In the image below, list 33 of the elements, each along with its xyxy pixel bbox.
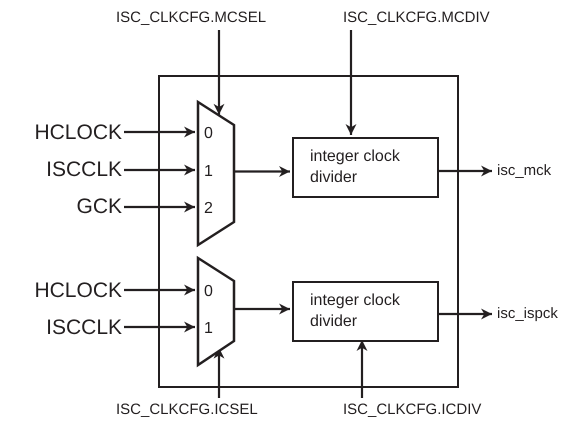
arrow: [124, 202, 195, 212]
arrow: [124, 164, 195, 176]
arrow: [124, 322, 195, 332]
multiplexer: [197, 257, 235, 366]
input-number: 0: [204, 284, 213, 300]
signal-label: ISC_CLKCFG.MCSEL: [116, 8, 321, 28]
input-number: 1: [204, 164, 213, 180]
signal-label: HCLOCK: [8, 279, 122, 303]
signal-label: isc_ispck: [497, 304, 582, 324]
multiplexer: [197, 101, 235, 246]
block-outline: [158, 75, 459, 388]
signal-label: ISCCLK: [8, 158, 122, 182]
arrow: [214, 30, 224, 115]
divider-label: integer clock divider: [310, 291, 401, 332]
signal-label: ISC_CLKCFG.MCDIV: [343, 8, 548, 28]
arrow: [124, 284, 195, 296]
signal-label: ISC_CLKCFG.ICSEL: [116, 400, 321, 420]
divider-label: integer clock divider: [310, 147, 401, 188]
input-number: 0: [204, 126, 213, 142]
signal-label: GCK: [8, 195, 122, 219]
arrow: [233, 166, 290, 177]
arrow: [124, 126, 195, 138]
input-number: 1: [204, 321, 213, 337]
signal-label: ISCCLK: [8, 316, 122, 340]
input-number: 2: [204, 201, 213, 217]
signal-label: ISC_CLKCFG.ICDIV: [343, 400, 548, 420]
signal-label: HCLOCK: [8, 121, 122, 145]
arrow: [346, 30, 356, 135]
arrow: [437, 308, 492, 320]
signal-label: isc_mck: [497, 161, 567, 181]
arrow: [437, 166, 492, 176]
arrow: [356, 340, 368, 398]
arrow: [233, 304, 290, 314]
